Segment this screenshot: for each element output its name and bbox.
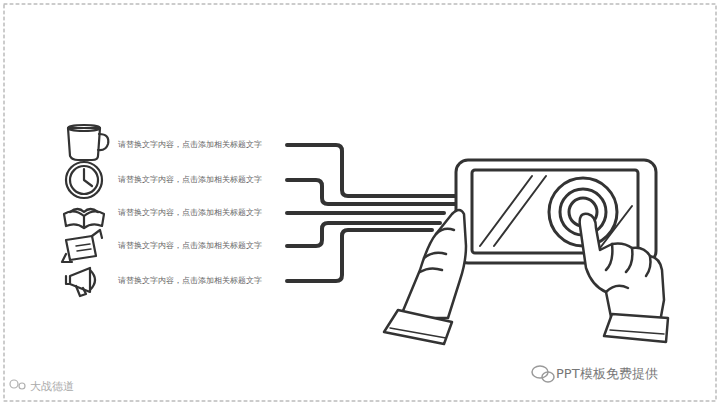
right-hand (580, 214, 668, 342)
left-hand (384, 210, 466, 344)
item-text: 请替换文字内容，点击添加相关标题文字 (118, 277, 262, 285)
item-text: 请替换文字内容，点击添加相关标题文字 (118, 209, 262, 217)
dashed-frame (4, 4, 716, 401)
watermark-icon (10, 380, 25, 389)
watermark: 大战德道 (30, 381, 74, 392)
watermark: PPT模板免费提供 (556, 367, 658, 380)
icons (62, 125, 108, 296)
item-text: 请替换文字内容，点击添加相关标题文字 (118, 176, 262, 184)
item-text: 请替换文字内容，点击添加相关标题文字 (118, 141, 262, 149)
wechat-icon (532, 366, 554, 382)
item-text: 请替换文字内容，点击添加相关标题文字 (118, 242, 262, 250)
